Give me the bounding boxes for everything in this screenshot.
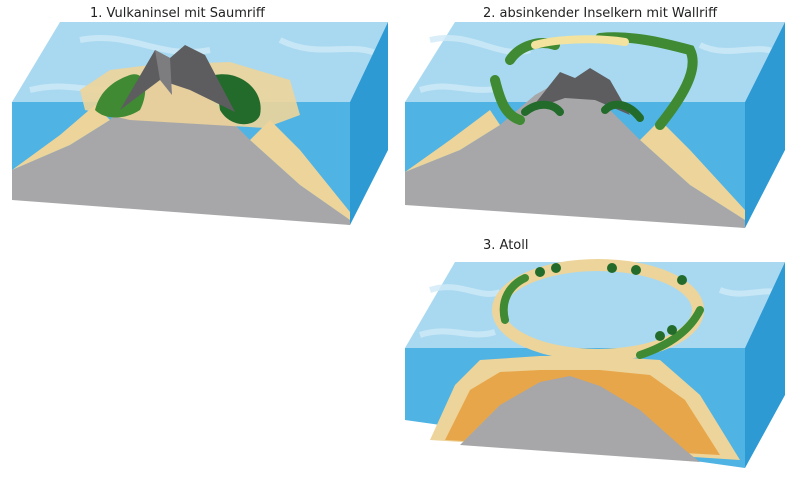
block-1-sand-left — [12, 105, 110, 170]
block-2-side-face — [745, 22, 785, 228]
block-1-volcanic-island — [12, 22, 388, 225]
block-2-sand-left — [405, 110, 500, 172]
block-1-side-face — [350, 22, 388, 225]
block-1-vegetation-right — [215, 74, 261, 125]
palm-tree-icon — [631, 265, 641, 275]
palm-tree-icon — [551, 263, 561, 273]
stage-3-title: 3. Atoll — [483, 238, 529, 253]
palm-tree-icon — [655, 331, 665, 341]
palm-tree-icon — [535, 267, 545, 277]
block-1-volcano-highlight — [155, 50, 172, 95]
block-2-reef-sand — [531, 35, 629, 49]
block-3-rock-core — [460, 376, 700, 462]
block-2-sand-right — [640, 120, 745, 220]
block-2-central-vegetation — [521, 100, 644, 122]
block-1-vegetation-left — [95, 74, 146, 118]
block-3-palm-trees — [535, 263, 687, 341]
block-2-rock-core — [405, 78, 745, 228]
block-1-rock-core — [12, 60, 350, 225]
block-2-central-volcano — [530, 68, 630, 115]
block-3-side-face — [745, 262, 785, 468]
block-1-sand-right — [250, 120, 350, 220]
palm-tree-icon — [667, 325, 677, 335]
stage-1-title: 1. Vulkaninsel mit Saumriff — [90, 6, 265, 21]
stage-2-title: 2. absinkender Inselkern mit Wallriff — [483, 6, 718, 21]
palm-tree-icon — [677, 275, 687, 285]
block-3-atoll — [405, 259, 785, 468]
block-1-volcano — [120, 45, 235, 112]
block-2-barrier-reef — [405, 22, 785, 228]
block-3-ring-vegetation — [499, 274, 704, 359]
palm-tree-icon — [607, 263, 617, 273]
